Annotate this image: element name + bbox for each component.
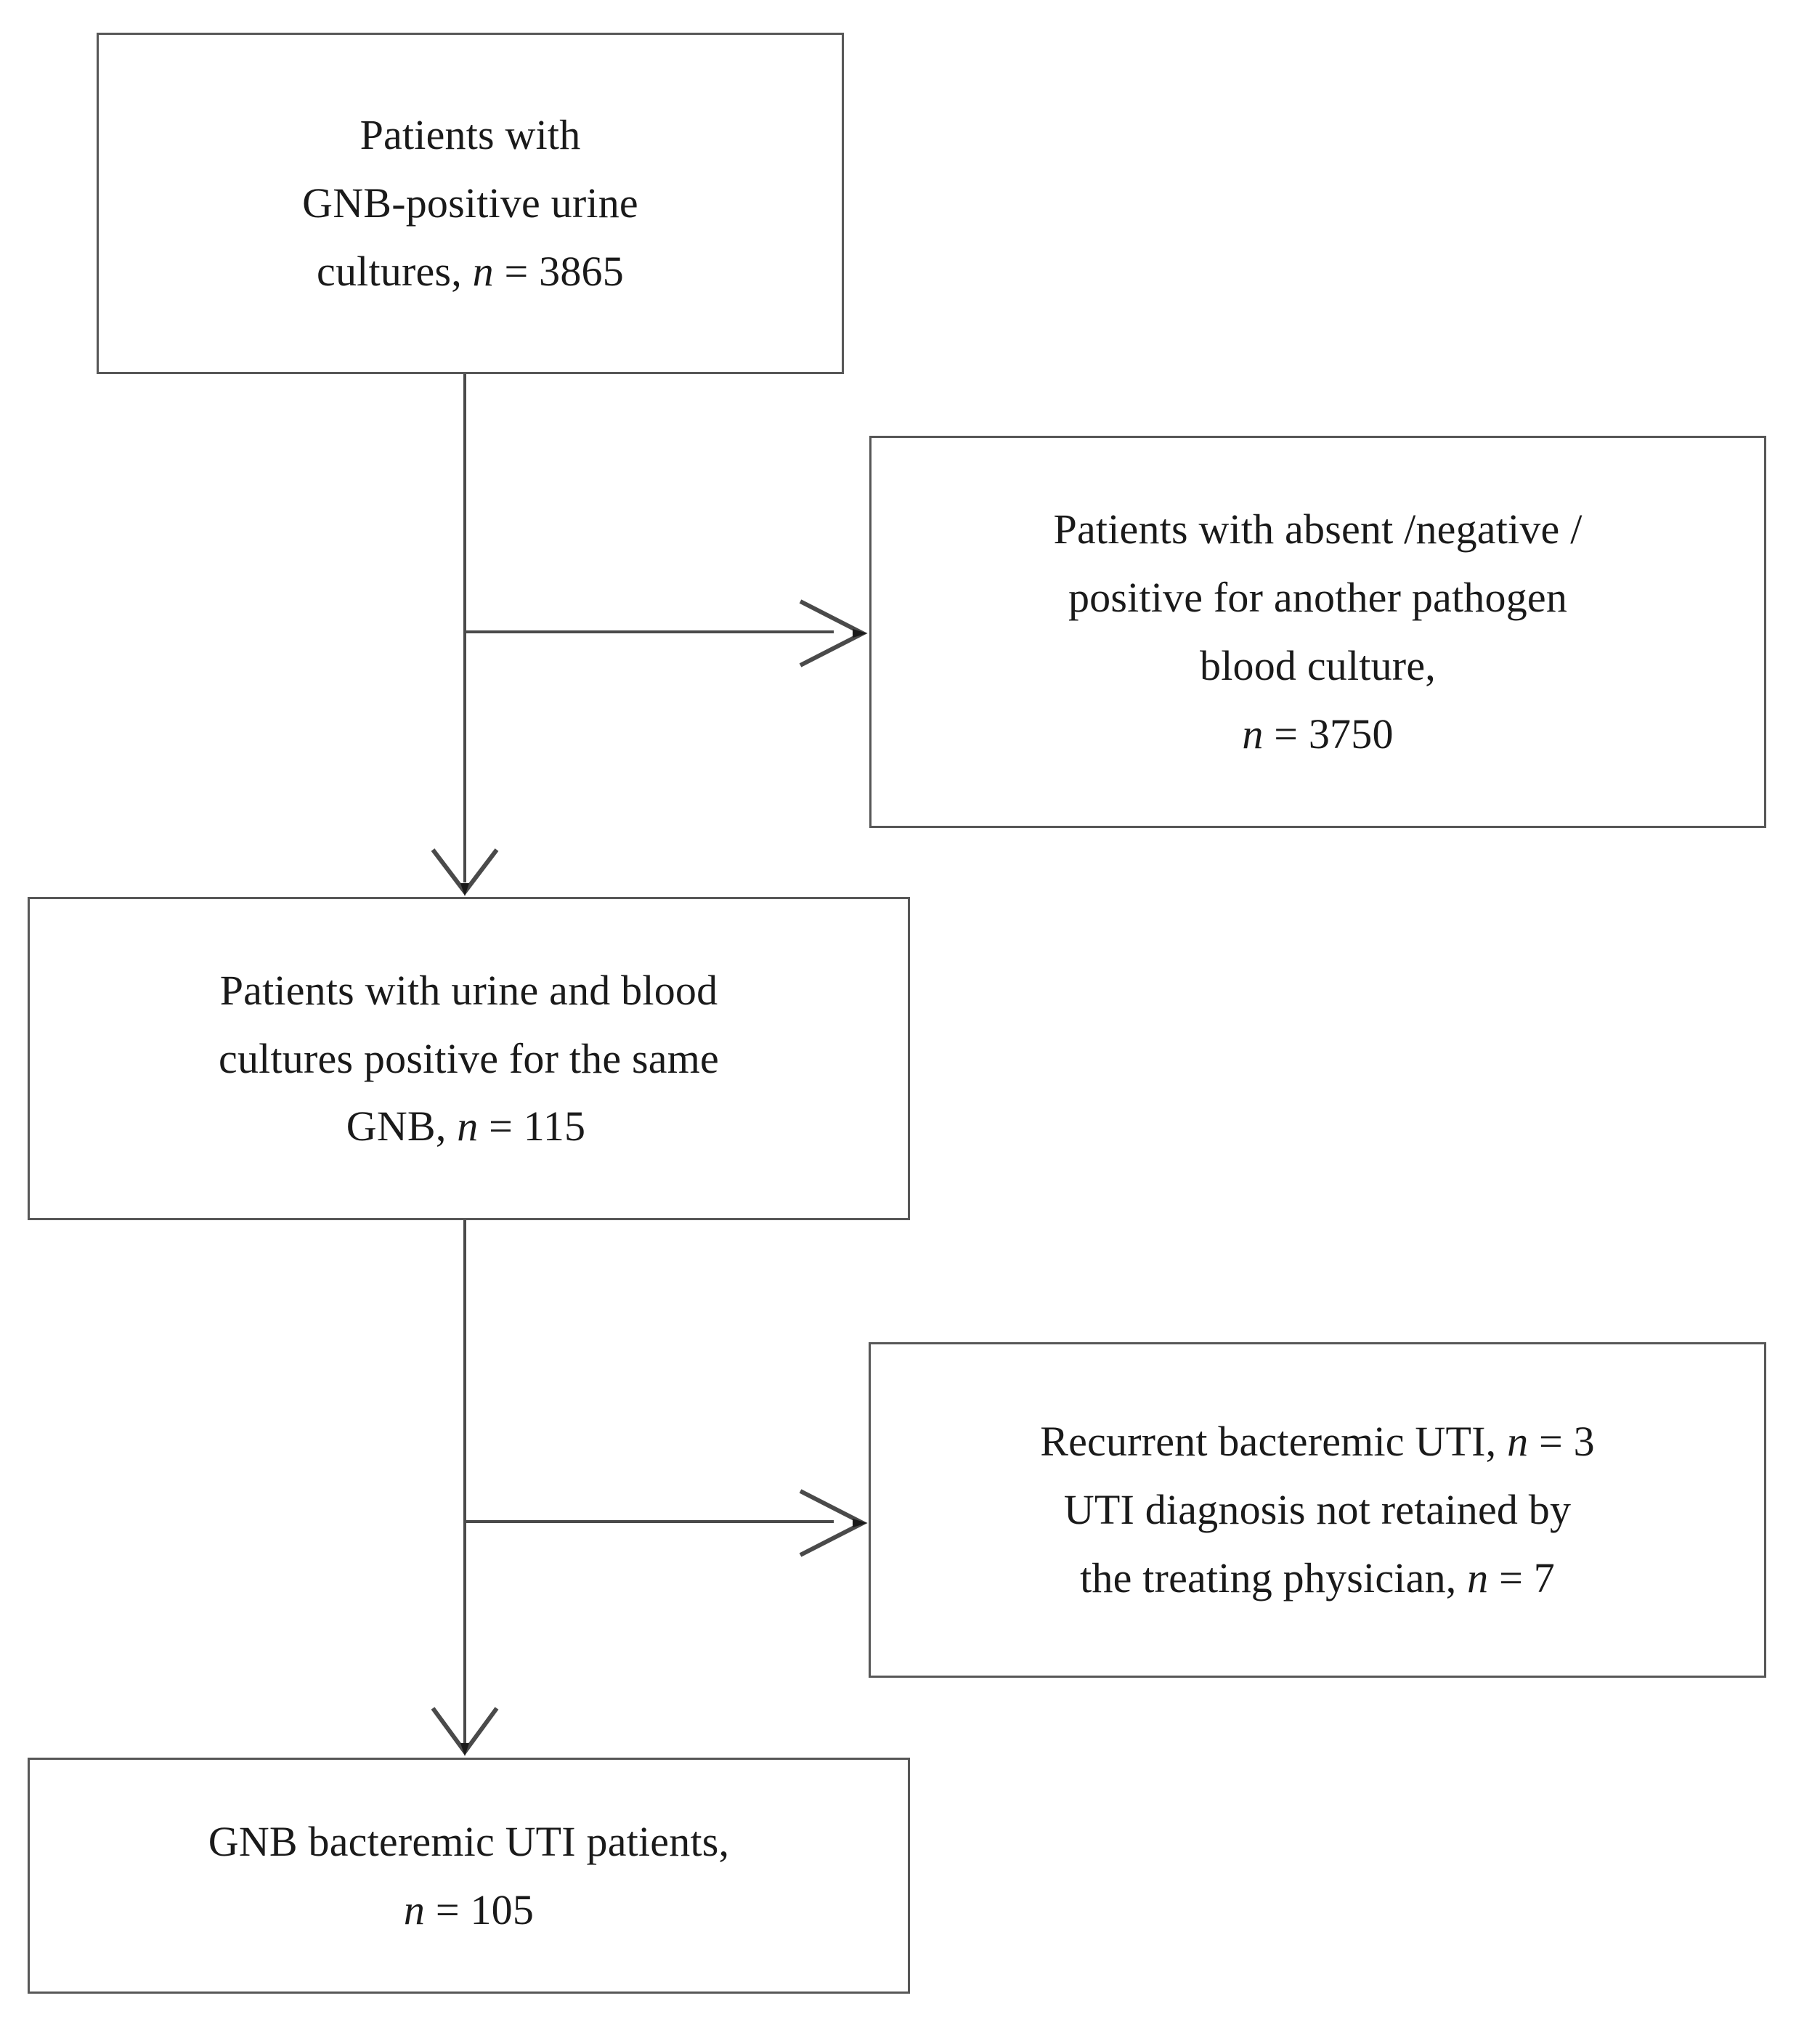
node-matched-line-2: cultures positive for the same xyxy=(219,1034,719,1082)
node-final-count-line: n = 105 xyxy=(49,1876,889,1944)
node-matched-label-tail: GNB, xyxy=(346,1103,447,1150)
node-final-equals: = xyxy=(435,1885,460,1933)
arrowhead-matched-to-excluded xyxy=(792,1485,872,1561)
node-excluded-blood-culture: Patients with absent /negative / positiv… xyxy=(869,436,1766,828)
node-excluded-2-line-1-equals: = xyxy=(1538,1418,1563,1466)
node-matched-line-3: GNB, n = 115 xyxy=(49,1092,889,1161)
connector-matched-to-excluded-line xyxy=(463,1520,834,1523)
node-final-count: 105 xyxy=(470,1885,535,1933)
node-excluded-1-count: 3750 xyxy=(1308,710,1394,758)
node-matched-count: 115 xyxy=(523,1103,586,1150)
node-excluded-2-line-3-count: 7 xyxy=(1533,1554,1555,1601)
arrowhead-matched-to-final xyxy=(427,1701,503,1759)
node-final-n-symbol: n xyxy=(403,1885,426,1933)
node-excluded-1-n-symbol: n xyxy=(1242,710,1264,758)
node-excluded-1-line-3: blood culture, xyxy=(1200,642,1436,689)
node-source-count: 3865 xyxy=(539,247,624,295)
node-matched-equals: = xyxy=(489,1103,513,1150)
connector-source-to-matched-line xyxy=(463,374,466,882)
node-excluded-2-line-1-count: 3 xyxy=(1573,1418,1595,1466)
node-excluded-recurrent-and-not-retained: Recurrent bacteremic UTI, n = 3 UTI diag… xyxy=(869,1342,1766,1678)
node-excluded-2-line-3-text: the treating physician, xyxy=(1080,1554,1457,1601)
node-excluded-2-line-3-n-symbol: n xyxy=(1467,1554,1489,1601)
node-excluded-1-line-2: positive for another pathogen xyxy=(1068,574,1568,622)
node-source-n-symbol: n xyxy=(472,247,494,295)
node-final-cohort: GNB bacteremic UTI patients, n = 105 xyxy=(28,1758,910,1994)
node-excluded-1-line-1: Patients with absent /negative / xyxy=(1053,506,1583,553)
node-source-line-2: GNB-positive urine xyxy=(302,179,638,227)
node-source-cohort: Patients with GNB-positive urine culture… xyxy=(97,33,844,374)
node-excluded-2-line-1-n-symbol: n xyxy=(1507,1418,1529,1466)
node-source-equals: = xyxy=(504,247,529,295)
node-excluded-1-equals: = xyxy=(1274,710,1299,758)
node-excluded-2-line-1: Recurrent bacteremic UTI, n = 3 xyxy=(890,1408,1745,1476)
node-matched-cohort: Patients with urine and blood cultures p… xyxy=(28,897,910,1220)
arrowhead-source-to-matched xyxy=(427,843,503,899)
arrowhead-source-to-excluded xyxy=(792,596,872,671)
node-excluded-2-line-3: the treating physician, n = 7 xyxy=(890,1544,1745,1612)
node-final-line-1: GNB bacteremic UTI patients, xyxy=(208,1817,730,1865)
node-excluded-2-line-3-equals: = xyxy=(1499,1554,1523,1601)
node-matched-n-symbol: n xyxy=(457,1103,479,1150)
connector-matched-to-final-line xyxy=(463,1220,466,1743)
node-source-line-1: Patients with xyxy=(359,111,581,159)
node-matched-line-1: Patients with urine and blood xyxy=(219,966,718,1014)
connector-source-to-excluded-line xyxy=(463,630,834,633)
node-excluded-1-count-line: n = 3750 xyxy=(890,700,1745,768)
node-excluded-2-line-1-text: Recurrent bacteremic UTI, xyxy=(1040,1418,1497,1466)
node-source-label-tail: cultures, xyxy=(317,247,462,295)
node-excluded-2-line-2: UTI diagnosis not retained by xyxy=(1063,1486,1572,1534)
node-source-line-3: cultures, n = 3865 xyxy=(118,237,823,306)
